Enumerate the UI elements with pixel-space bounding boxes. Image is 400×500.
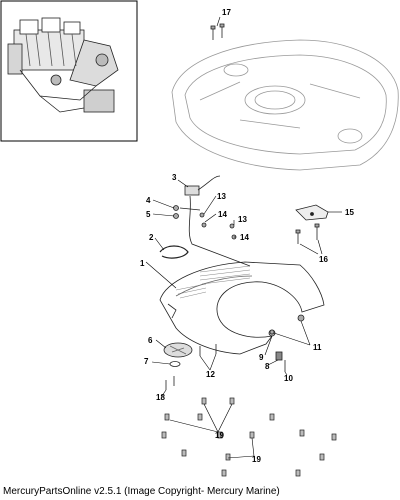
callout-13b: 13: [238, 215, 247, 224]
sensor-cable-assembly: [173, 175, 251, 267]
fasteners-18: [165, 376, 175, 390]
fasteners-11: [269, 314, 305, 335]
callout-15: 15: [345, 208, 354, 217]
callout-4: 4: [146, 196, 151, 205]
vent-grille: [175, 265, 251, 299]
callout-13a: 13: [217, 192, 226, 201]
bracket-15: [295, 204, 329, 221]
callout-8: 8: [265, 362, 270, 371]
engine-top-cover: [171, 39, 399, 171]
bolts-19: [161, 397, 337, 477]
cap-6-washer-7: [163, 342, 193, 367]
flywheel-cover: [159, 261, 325, 355]
callout-17: 17: [222, 8, 231, 17]
callout-9: 9: [259, 353, 264, 362]
callout-16: 16: [319, 255, 328, 264]
inset-box: [0, 0, 138, 142]
callout-3: 3: [172, 173, 177, 182]
callout-2: 2: [149, 233, 154, 242]
callout-12: 12: [206, 370, 215, 379]
callout-6: 6: [148, 336, 153, 345]
copyright-footer: MercuryPartsOnline v2.5.1 (Image Copyrig…: [3, 486, 280, 497]
callout-19b: 19: [252, 455, 261, 464]
callout-7: 7: [144, 357, 149, 366]
callout-14b: 14: [240, 233, 249, 242]
leader-lines: [145, 16, 342, 459]
bolts-16: [295, 223, 320, 244]
callout-11: 11: [313, 343, 322, 352]
callout-10: 10: [284, 374, 293, 383]
bolts-17: [210, 23, 225, 40]
fasteners-12: [199, 344, 217, 356]
callout-5: 5: [146, 210, 151, 219]
callout-1: 1: [140, 259, 145, 268]
callout-19a: 19: [215, 431, 224, 440]
callout-18: 18: [156, 393, 165, 402]
engine-thumbnail-icon: [7, 17, 119, 113]
callouts: 1 2 3 4 5 6 7 8 9 10 11 12 13 13 14 14 1…: [140, 8, 354, 464]
callout-14a: 14: [218, 210, 227, 219]
fasteners-8-9-10: [268, 329, 286, 372]
retaining-clip-2: [159, 245, 189, 259]
